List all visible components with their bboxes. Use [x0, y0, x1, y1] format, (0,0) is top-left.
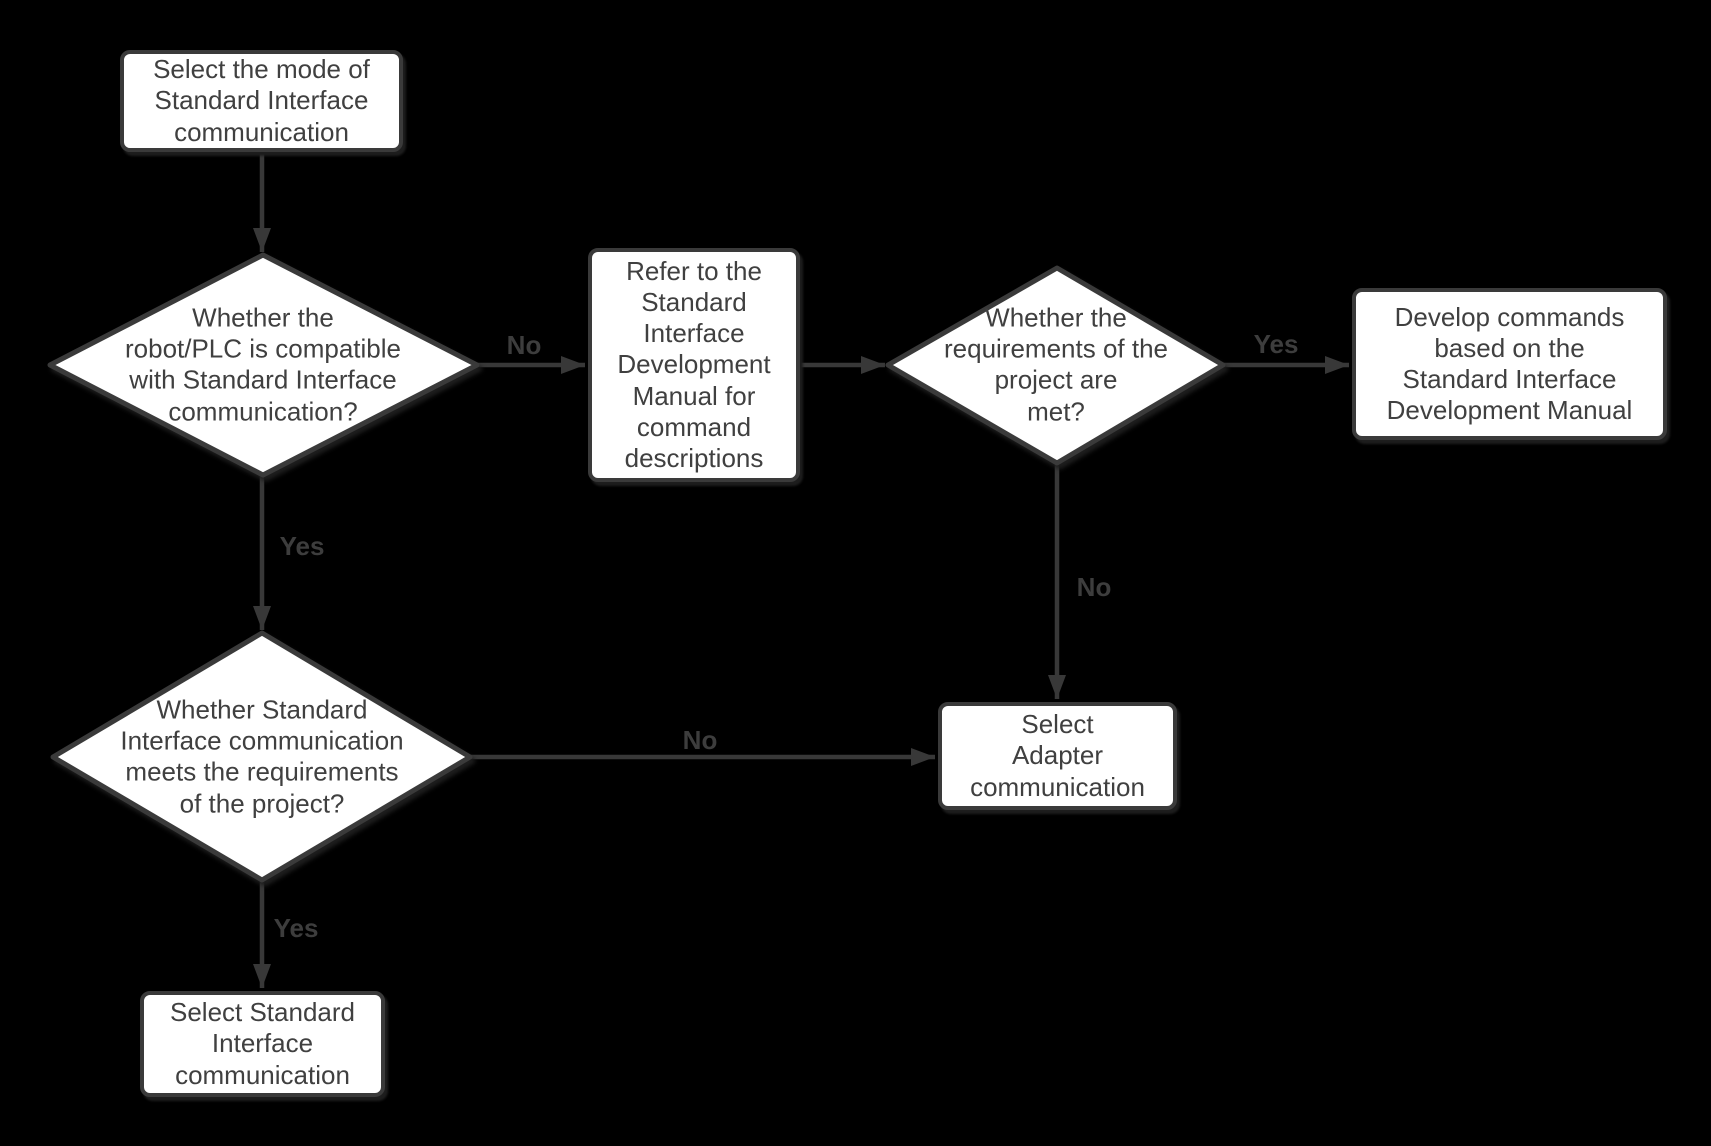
edge-label-standard-no: No — [682, 725, 718, 755]
edge-label-requirements-yes: Yes — [1253, 329, 1299, 359]
decision-shape-standard-meets — [50, 630, 473, 883]
node-refer-manual: Refer to the Standard Interface Developm… — [588, 248, 800, 482]
decision-shape-compatibility — [47, 252, 480, 478]
node-select-adapter: Select Adapter communication — [938, 702, 1177, 810]
node-start: Select the mode of Standard Interface co… — [120, 50, 403, 152]
decision-shape-requirements — [885, 265, 1226, 466]
node-requirements-decision: Whether the requirements of the project … — [943, 302, 1168, 427]
node-develop-commands: Develop commands based on the Standard I… — [1352, 288, 1667, 440]
edge-label-requirements-no: No — [1076, 572, 1112, 602]
node-select-standard: Select Standard Interface communication — [140, 991, 385, 1097]
edge-label-compatibility-no: No — [506, 330, 542, 360]
node-compatibility-decision: Whether the robot/PLC is compatible with… — [124, 302, 402, 427]
edge-label-compatibility-yes: Yes — [279, 531, 325, 561]
node-standard-meets-decision: Whether Standard Interface communication… — [120, 694, 404, 819]
edge-label-standard-yes: Yes — [273, 913, 319, 943]
